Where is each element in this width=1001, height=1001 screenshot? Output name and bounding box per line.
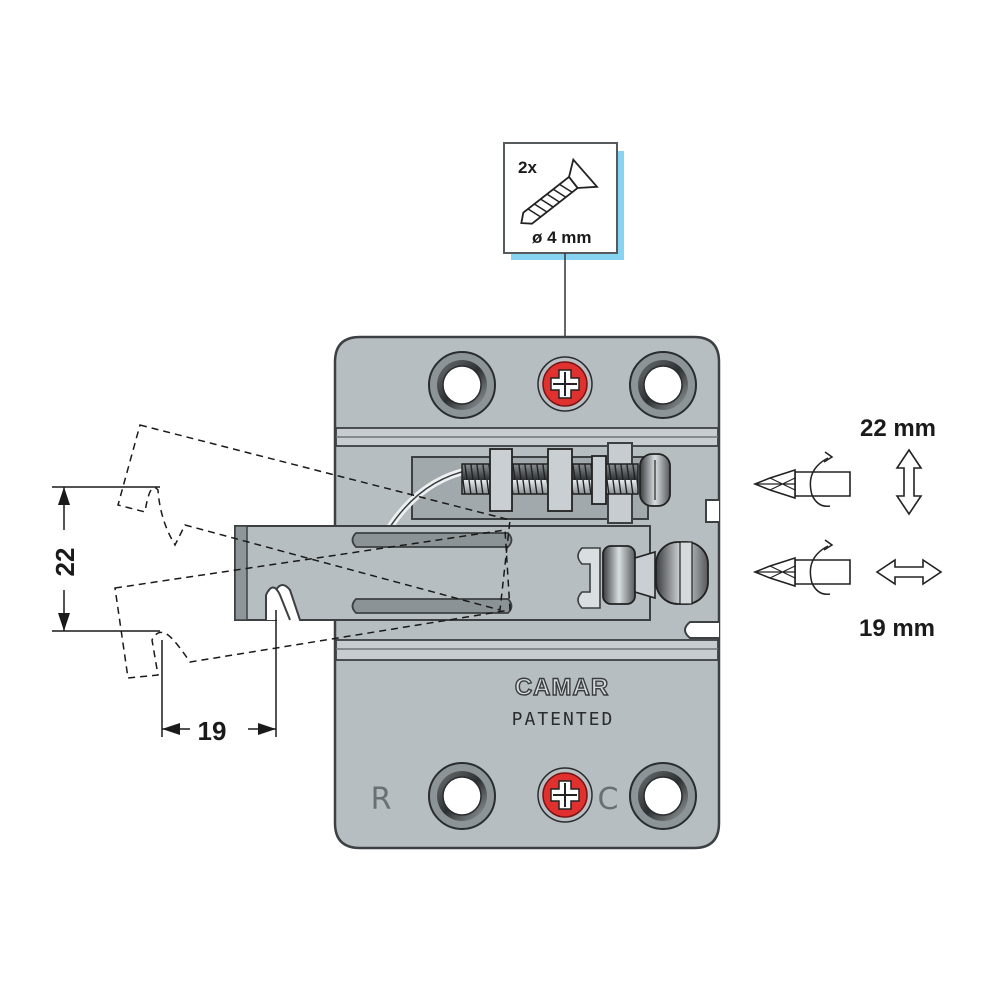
brand-logo: CAMAR — [515, 674, 609, 701]
ghost-arm-lowered — [114, 529, 511, 679]
right-notch-lower — [684, 621, 719, 639]
arm-slot-lower — [351, 598, 513, 614]
wood-screw-icon — [520, 157, 599, 225]
arrow-right-icon — [258, 723, 276, 735]
left-right-arrow-icon — [875, 558, 943, 586]
right-notch-upper — [705, 499, 719, 523]
lower-clip — [577, 547, 601, 609]
mounting-hole-bottom-right — [629, 762, 697, 830]
mark-c: C — [598, 782, 619, 817]
lower-rib — [335, 639, 719, 661]
horizontal-adjust-cam — [602, 545, 636, 605]
mark-r: R — [371, 782, 392, 817]
thread-nut-right — [591, 455, 607, 505]
horizontal-adjustment: 19 mm — [752, 539, 943, 642]
thread-nut-left — [489, 448, 513, 512]
rotate-arrow-icon — [809, 451, 834, 508]
screwdriver-icon — [752, 468, 851, 500]
vertical-dimension-label: 22 — [50, 548, 80, 577]
arm-hook-slot — [265, 586, 291, 621]
vertical-dimension: 22 — [50, 486, 160, 632]
arrow-left-icon — [162, 723, 180, 735]
vertical-adjustment: 22 mm — [752, 415, 936, 516]
arrow-up-icon — [58, 487, 70, 505]
arrow-down-icon — [58, 613, 70, 631]
mounting-hole-bottom-left — [428, 762, 496, 830]
red-screw-top-icon — [537, 356, 593, 412]
arm-slot-upper — [351, 532, 513, 548]
rotate-arrow-icon — [809, 539, 834, 596]
screw-spec-box: 2x ø 4 mm — [503, 142, 624, 352]
screwdriver-icon — [752, 556, 851, 588]
patent-text: PATENTED — [512, 709, 615, 730]
mounting-hole-top-right — [629, 351, 697, 419]
screw-quantity: 2x — [518, 158, 537, 177]
horizontal-dimension-label: 19 — [198, 716, 227, 746]
red-screw-bottom-icon — [537, 767, 593, 823]
horizontal-range-label: 19 mm — [859, 615, 935, 642]
adjustment-ghost-outlines — [114, 424, 511, 679]
mounting-plate: CAMAR PATENTED R C — [234, 335, 721, 850]
vertical-adjust-screw-head — [639, 453, 671, 507]
thread-nut-middle — [547, 448, 573, 512]
ghost-arm-raised — [117, 424, 511, 611]
up-down-arrow-icon — [895, 448, 923, 516]
horizontal-adjust-screw-head — [655, 541, 709, 605]
screw-diameter: ø 4 mm — [532, 228, 592, 247]
horizontal-dimension: 19 — [161, 610, 277, 746]
mounting-hole-top-left — [428, 351, 496, 419]
vertical-range-label: 22 mm — [860, 415, 936, 442]
